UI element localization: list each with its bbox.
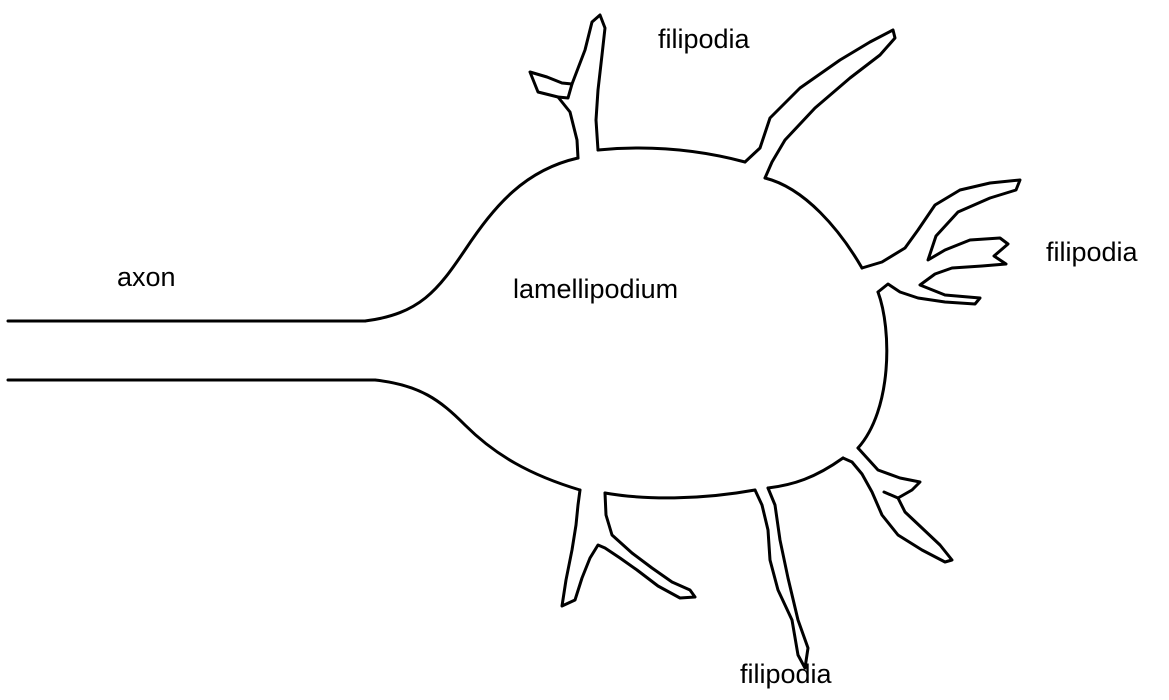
filipodia-label-right: filipodia	[1046, 239, 1138, 266]
axon-label: axon	[117, 264, 176, 291]
lamellipodium-outline-top	[598, 148, 745, 162]
filopodium-lower-right-notch	[884, 492, 898, 498]
lamellipodium-outline-upper-right	[765, 178, 862, 268]
filopodium-bottom-left	[562, 490, 695, 606]
lamellipodium-outline-lower-right	[768, 458, 843, 488]
lamellipodium-label: lamellipodium	[513, 276, 678, 303]
filopodium-lower-right	[843, 448, 952, 562]
filopodium-bottom-right	[755, 488, 808, 668]
filopodium-top-right	[745, 30, 895, 178]
lamellipodium-outline-right	[858, 292, 887, 448]
lamellipodium-outline-bottom	[605, 490, 755, 498]
filipodia-label-top: filipodia	[658, 26, 750, 53]
lamellipodium-outline-lower-left	[375, 380, 580, 490]
filopodium-top-left	[530, 15, 605, 158]
filopodium-top-branch-notch	[558, 84, 572, 98]
filipodia-label-bottom: filipodia	[740, 661, 832, 688]
filopodium-right-upper	[862, 180, 1020, 304]
